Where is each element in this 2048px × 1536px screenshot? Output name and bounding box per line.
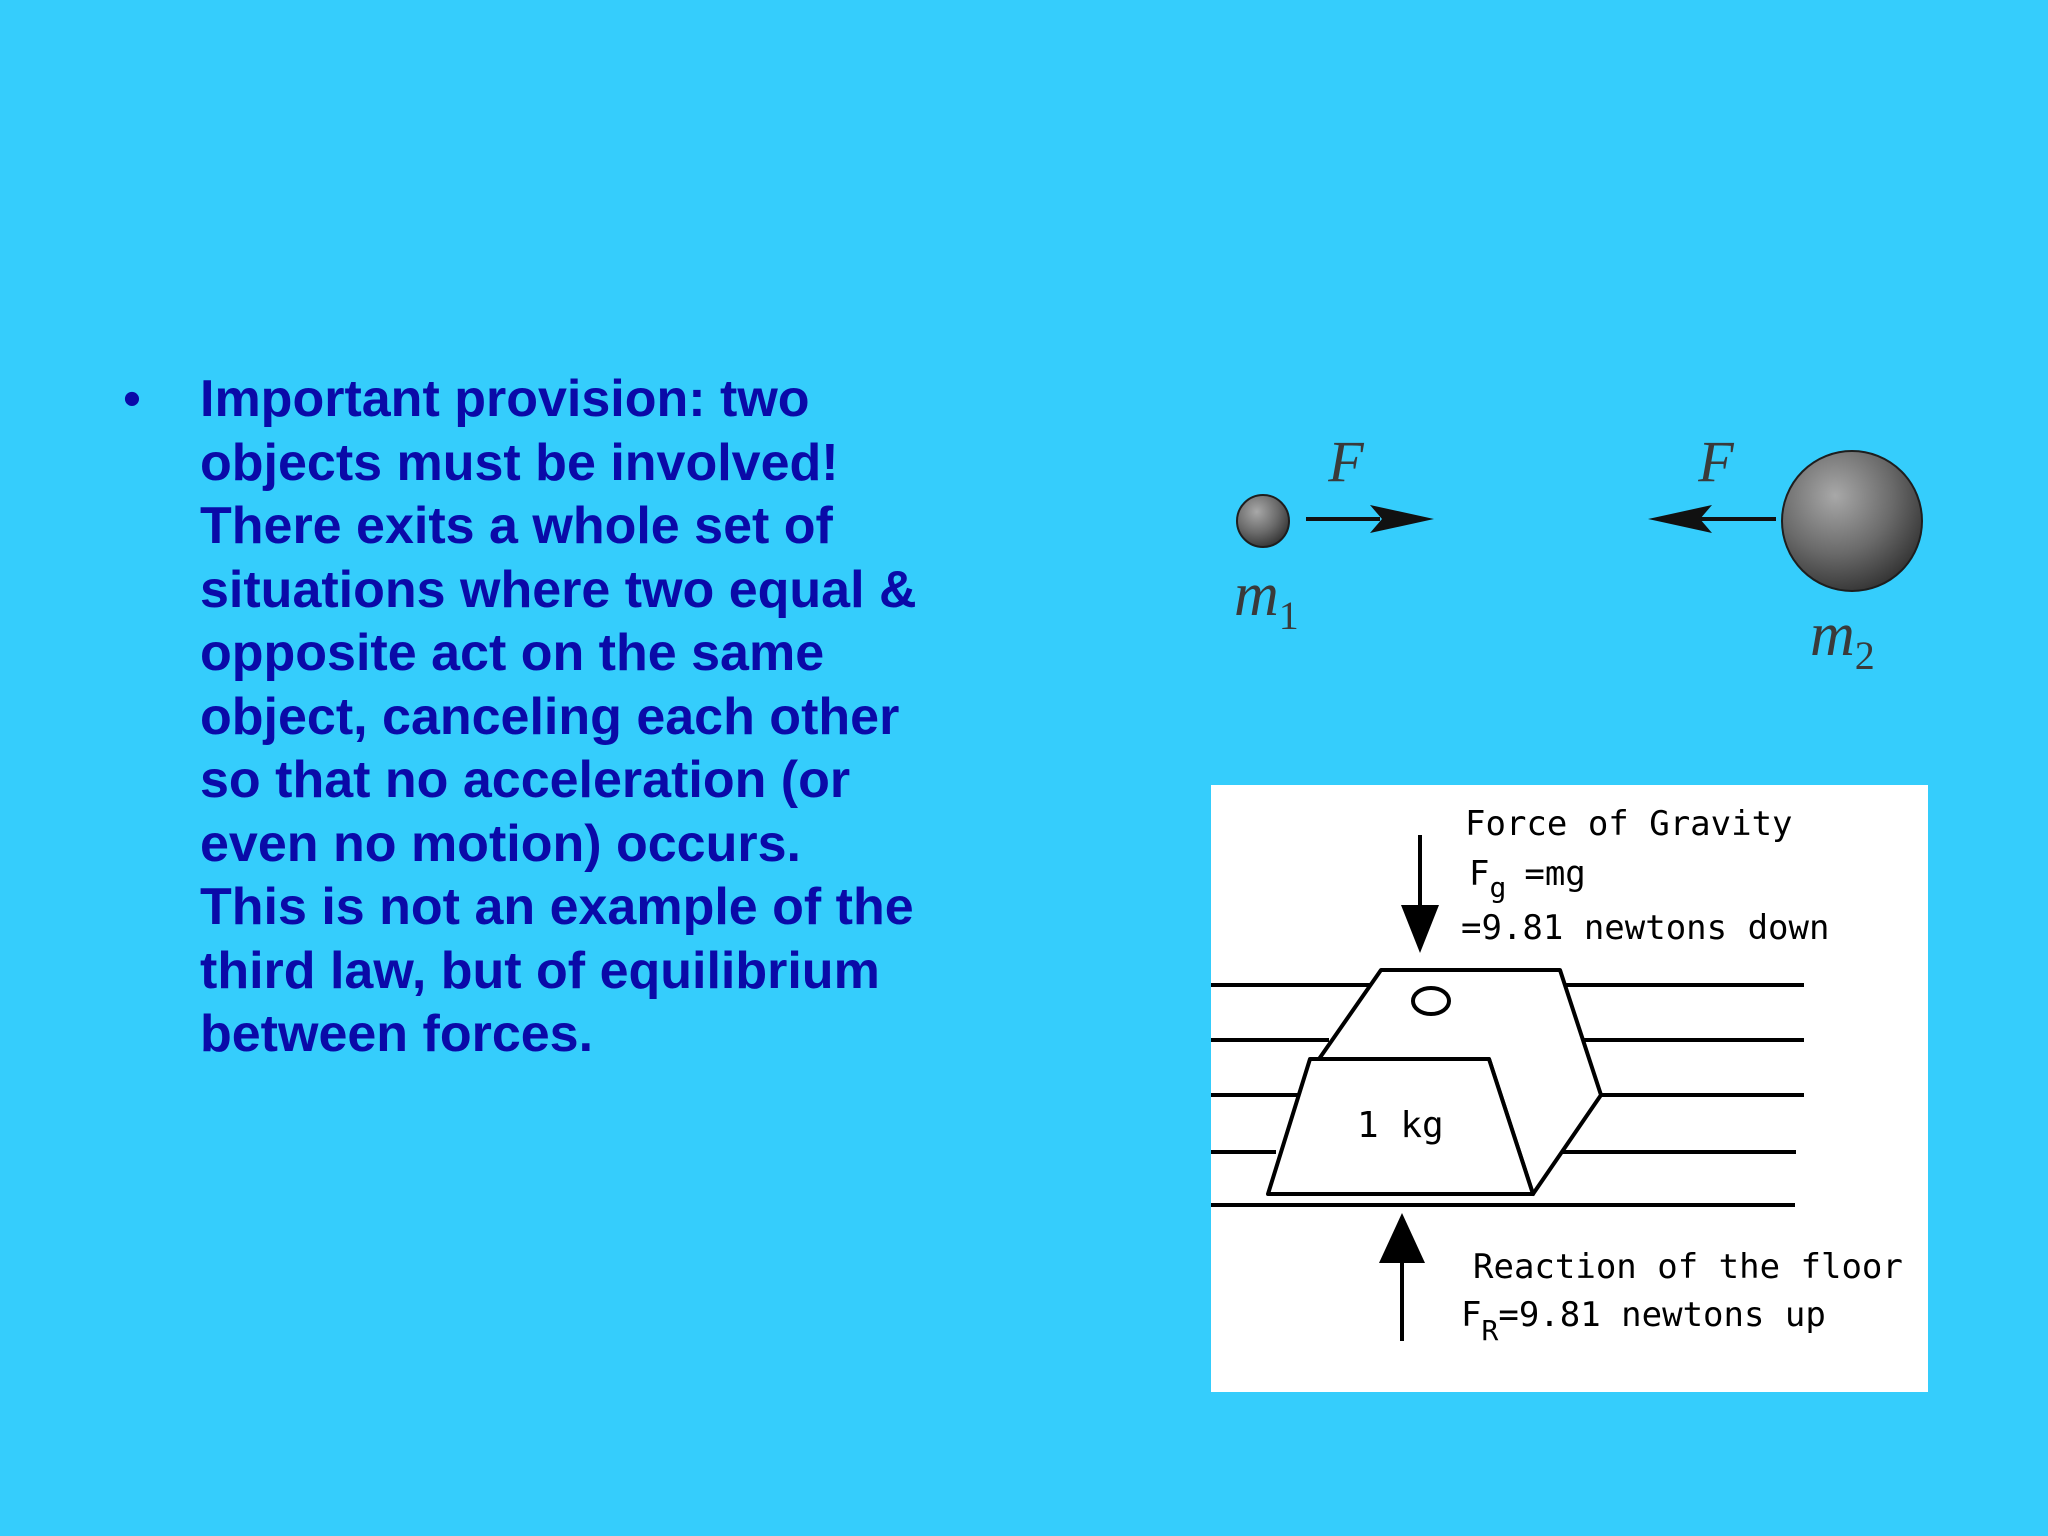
- bullet-line: opposite act on the same: [200, 624, 825, 682]
- bullet-line: There exits a whole set of: [200, 497, 833, 555]
- bullet-line: between forces.: [200, 1005, 594, 1063]
- bullet-line: This is not an example of the: [200, 878, 914, 936]
- bullet-line: so that no acceleration (or: [200, 751, 851, 809]
- right-arrow-icon: [1306, 505, 1434, 533]
- gravity-title: Force of Gravity: [1465, 804, 1793, 844]
- bullet-point: • Important provision: two objects must …: [120, 368, 1020, 1067]
- mass-1-ball: [1236, 494, 1290, 548]
- mass-2-label: m2: [1810, 601, 1875, 678]
- block-mass-label: 1 kg: [1357, 1105, 1444, 1146]
- gravity-formula: Fg=mg: [1469, 854, 1586, 904]
- action-reaction-figure: F m1 F m2: [1234, 429, 1923, 678]
- block-on-floor-figure: 1 kg Force of Gravity Fg=mg =9.81 newton…: [1211, 785, 1928, 1392]
- bullet-line: Important provision: two: [200, 370, 810, 428]
- left-arrow-icon: [1648, 505, 1776, 533]
- reaction-formula: FR=9.81 newtons up: [1461, 1295, 1826, 1347]
- bullet-line: third law, but of equilibrium: [200, 941, 880, 1000]
- block-1kg: [1266, 968, 1603, 1196]
- left-force-label: F: [1327, 429, 1364, 494]
- bullet-line: even no motion) occurs.: [200, 814, 801, 873]
- mass-2-ball: [1781, 450, 1923, 592]
- reaction-title: Reaction of the floor: [1473, 1247, 1903, 1287]
- mass-1-label: m1: [1234, 561, 1299, 638]
- bullet-list: • Important provision: two objects must …: [120, 368, 1020, 1067]
- gravity-value: =9.81 newtons down: [1461, 908, 1829, 948]
- bullet-line: situations where two equal &: [200, 560, 917, 619]
- up-arrow-icon: [1379, 1213, 1425, 1341]
- bullet-dot: •: [122, 370, 142, 428]
- right-force-label: F: [1697, 429, 1734, 494]
- floor-lines: [1211, 983, 1804, 1207]
- bullet-line: object, canceling each other: [200, 687, 900, 746]
- bullet-line: objects must be involved!: [200, 433, 839, 492]
- down-arrow-icon: [1401, 835, 1439, 953]
